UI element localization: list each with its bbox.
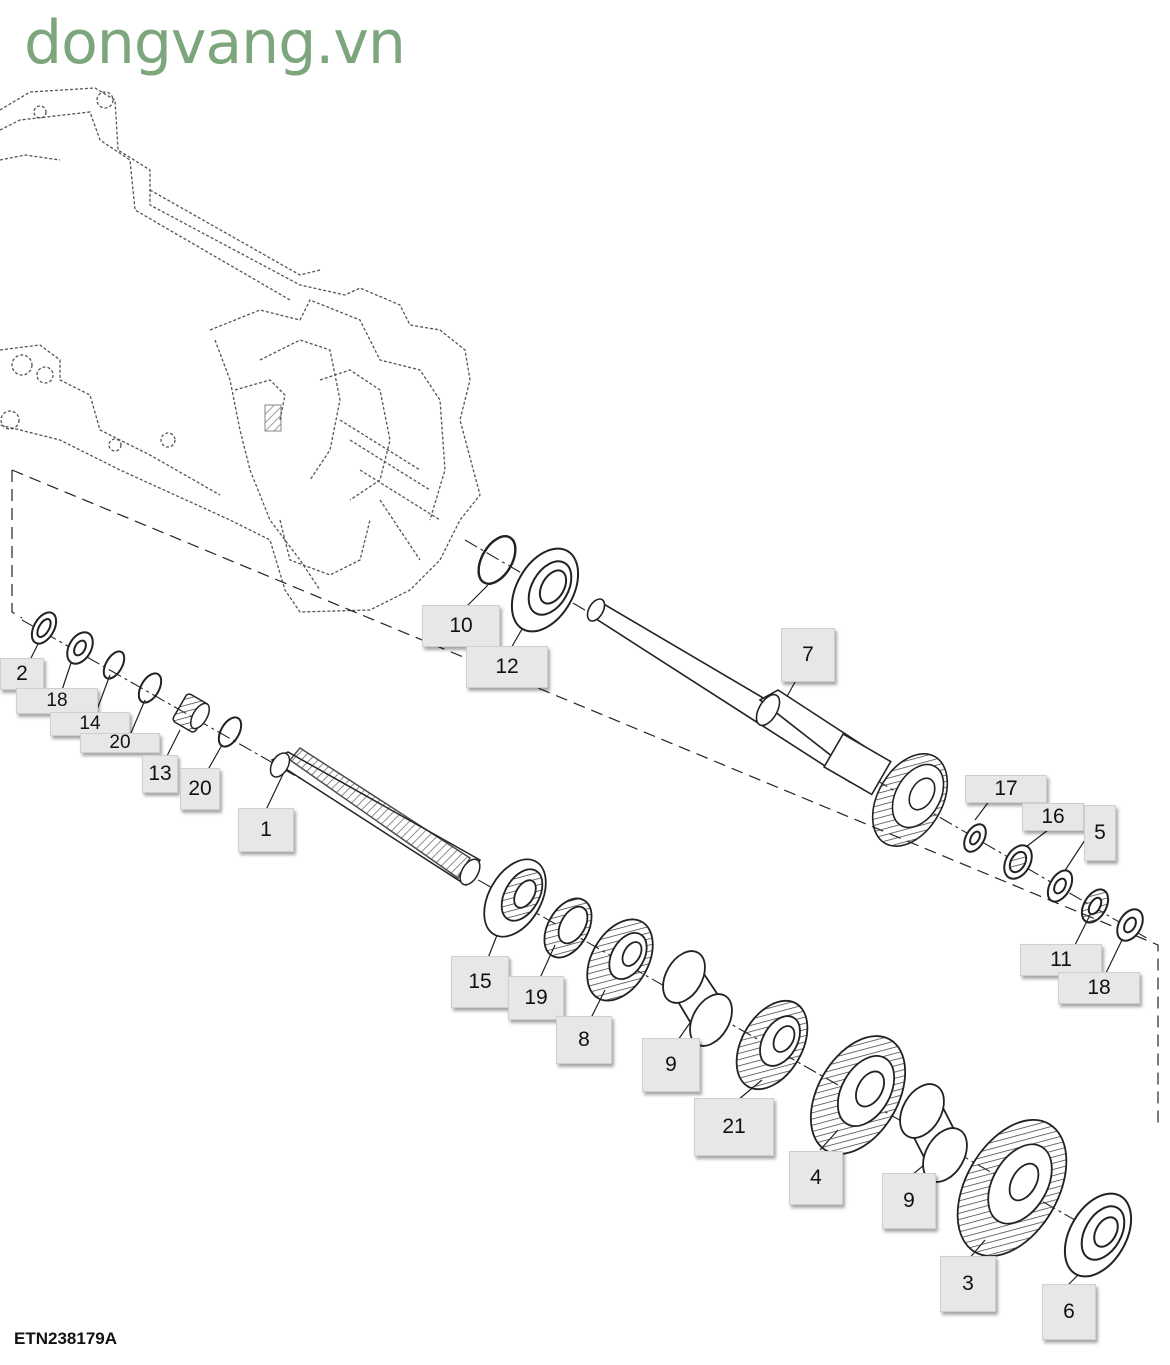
callout-part-13: 13	[142, 755, 178, 793]
callout-part-20: 20	[80, 732, 160, 753]
callout-part-16: 16	[1022, 803, 1084, 831]
callout-part-9: 9	[642, 1038, 700, 1092]
figure-id: ETN238179A	[14, 1329, 118, 1348]
sleeve-9-b	[899, 1083, 968, 1183]
callout-part-2: 2	[0, 658, 44, 690]
watermark: dongvang.vn	[24, 8, 406, 78]
callout-part-19: 19	[508, 976, 564, 1020]
sleeve-9-a	[662, 950, 733, 1047]
callout-part-6: 6	[1042, 1284, 1096, 1340]
callout-part-5: 5	[1084, 805, 1116, 861]
small-parts-right	[963, 823, 1144, 942]
callout-part-17: 17	[965, 775, 1047, 803]
snap-ring-10	[477, 535, 517, 585]
callout-part-20: 20	[180, 768, 220, 810]
gear-4	[809, 1035, 907, 1155]
shaft-7	[586, 598, 892, 796]
callout-part-8: 8	[556, 1016, 612, 1064]
callout-part-18: 18	[16, 688, 98, 714]
dashed-boundary	[11, 469, 1159, 1128]
callout-part-4: 4	[789, 1151, 843, 1205]
callout-part-21: 21	[694, 1098, 774, 1156]
upper-axis-line	[464, 539, 1151, 941]
gear-3	[956, 1119, 1068, 1257]
synchro-15	[483, 858, 547, 938]
callout-part-9: 9	[882, 1173, 936, 1229]
transmission-housing	[0, 87, 481, 613]
callout-part-7: 7	[781, 628, 835, 682]
gear-on-shaft-7	[871, 753, 949, 847]
callout-part-1: 1	[238, 808, 294, 852]
needle-bearing-13	[172, 693, 211, 733]
splined-shaft-1	[269, 747, 482, 887]
bearing-6	[1063, 1192, 1133, 1278]
callout-part-15: 15	[451, 956, 509, 1008]
gear-21	[735, 999, 809, 1091]
callout-part-18: 18	[1058, 972, 1140, 1004]
small-parts-left	[30, 611, 243, 748]
callout-part-3: 3	[940, 1256, 996, 1312]
callout-part-12: 12	[466, 646, 548, 688]
gear-19	[543, 897, 593, 959]
bearing-12	[510, 547, 580, 633]
housing-hatched-detail	[264, 404, 282, 432]
gear-8	[586, 918, 654, 1002]
callout-part-10: 10	[422, 605, 500, 647]
